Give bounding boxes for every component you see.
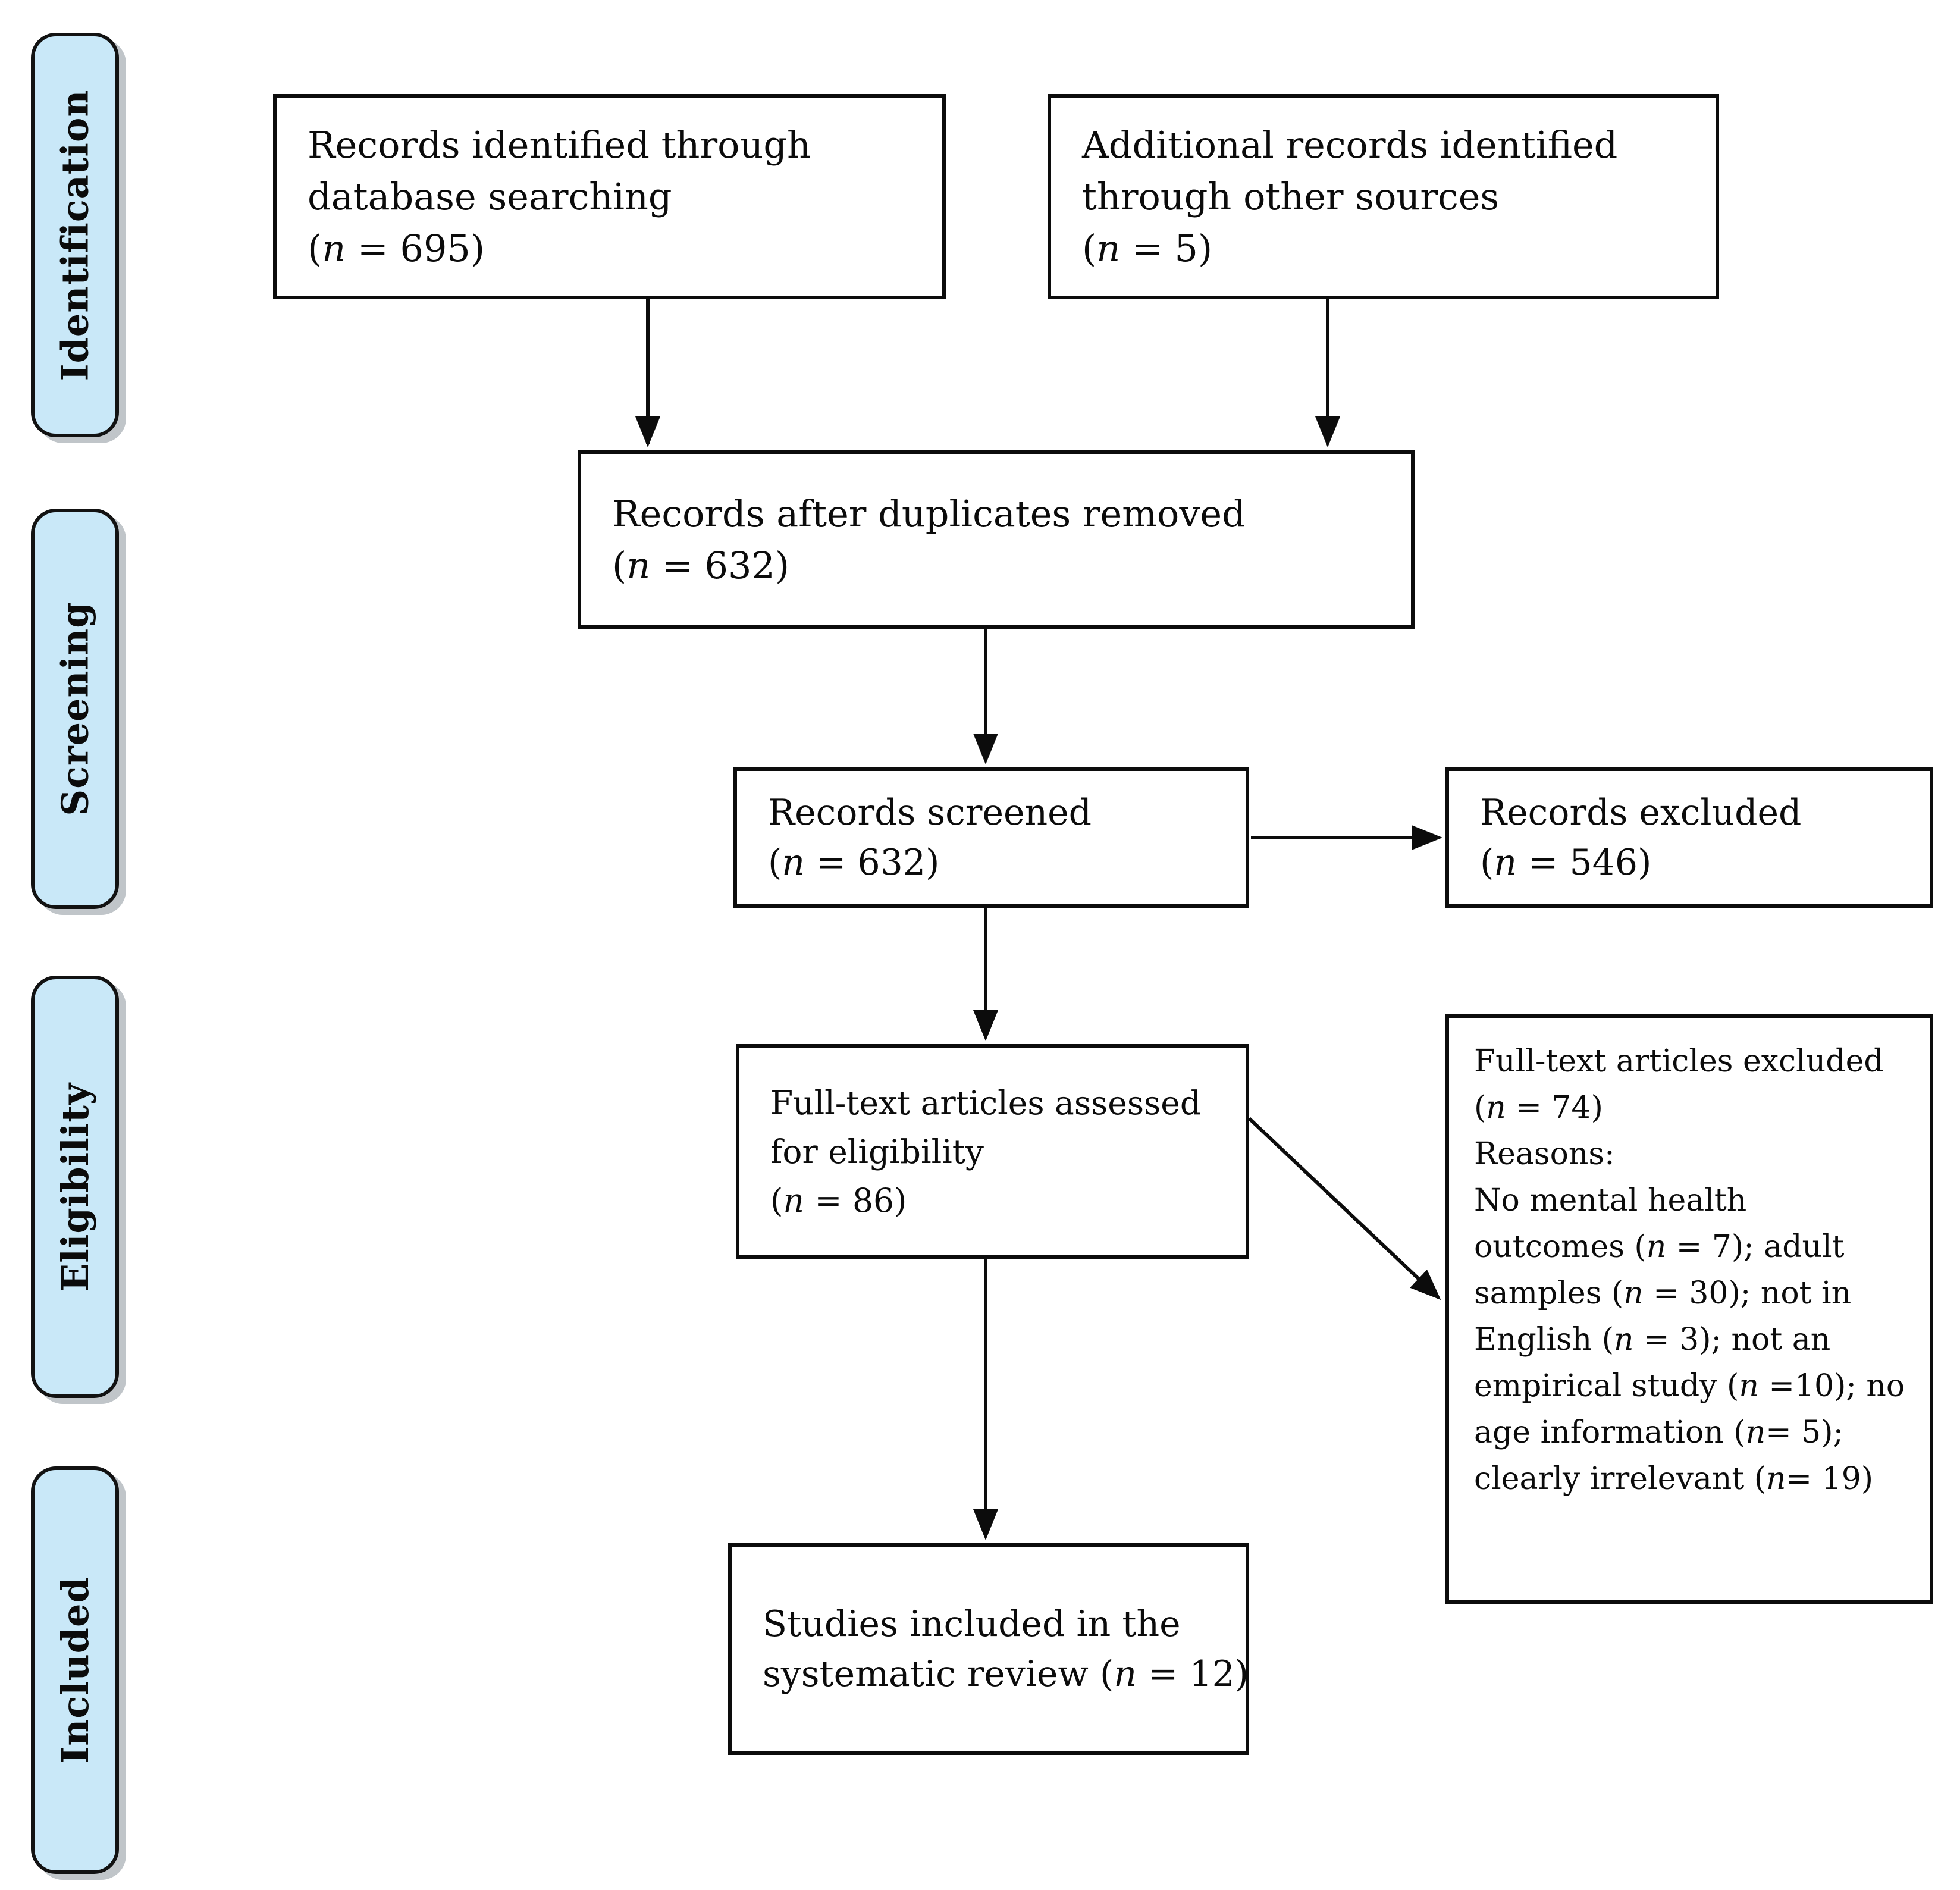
stage-label-included: Included — [31, 1466, 119, 1874]
box-records-screened: Records screened(n = 632) — [733, 767, 1249, 908]
box-duplicates-removed-text: Records after duplicates removed(n = 632… — [612, 492, 1246, 587]
stage-label-screening: Screening — [31, 509, 119, 909]
box-duplicates-removed: Records after duplicates removed(n = 632… — [578, 450, 1415, 629]
box-records-screened-text: Records screened(n = 632) — [768, 792, 1092, 883]
box-fulltext-excluded-text: Full-text articles excluded(n = 74)Reaso… — [1474, 1043, 1905, 1497]
stage-label-identification: Identification — [31, 33, 119, 437]
arrow-assessed-to-ft-excluded — [1247, 1117, 1441, 1300]
stage-label-text: Eligibility — [53, 1082, 97, 1292]
stage-label-text: Identification — [53, 89, 97, 381]
stage-label-eligibility: Eligibility — [31, 976, 119, 1398]
box-fulltext-excluded: Full-text articles excluded(n = 74)Reaso… — [1445, 1014, 1933, 1604]
stage-label-text: Screening — [53, 601, 97, 816]
box-records-excluded-text: Records excluded(n = 546) — [1480, 792, 1802, 883]
stage-label-text: Included — [53, 1576, 97, 1764]
box-records-excluded: Records excluded(n = 546) — [1445, 767, 1933, 908]
